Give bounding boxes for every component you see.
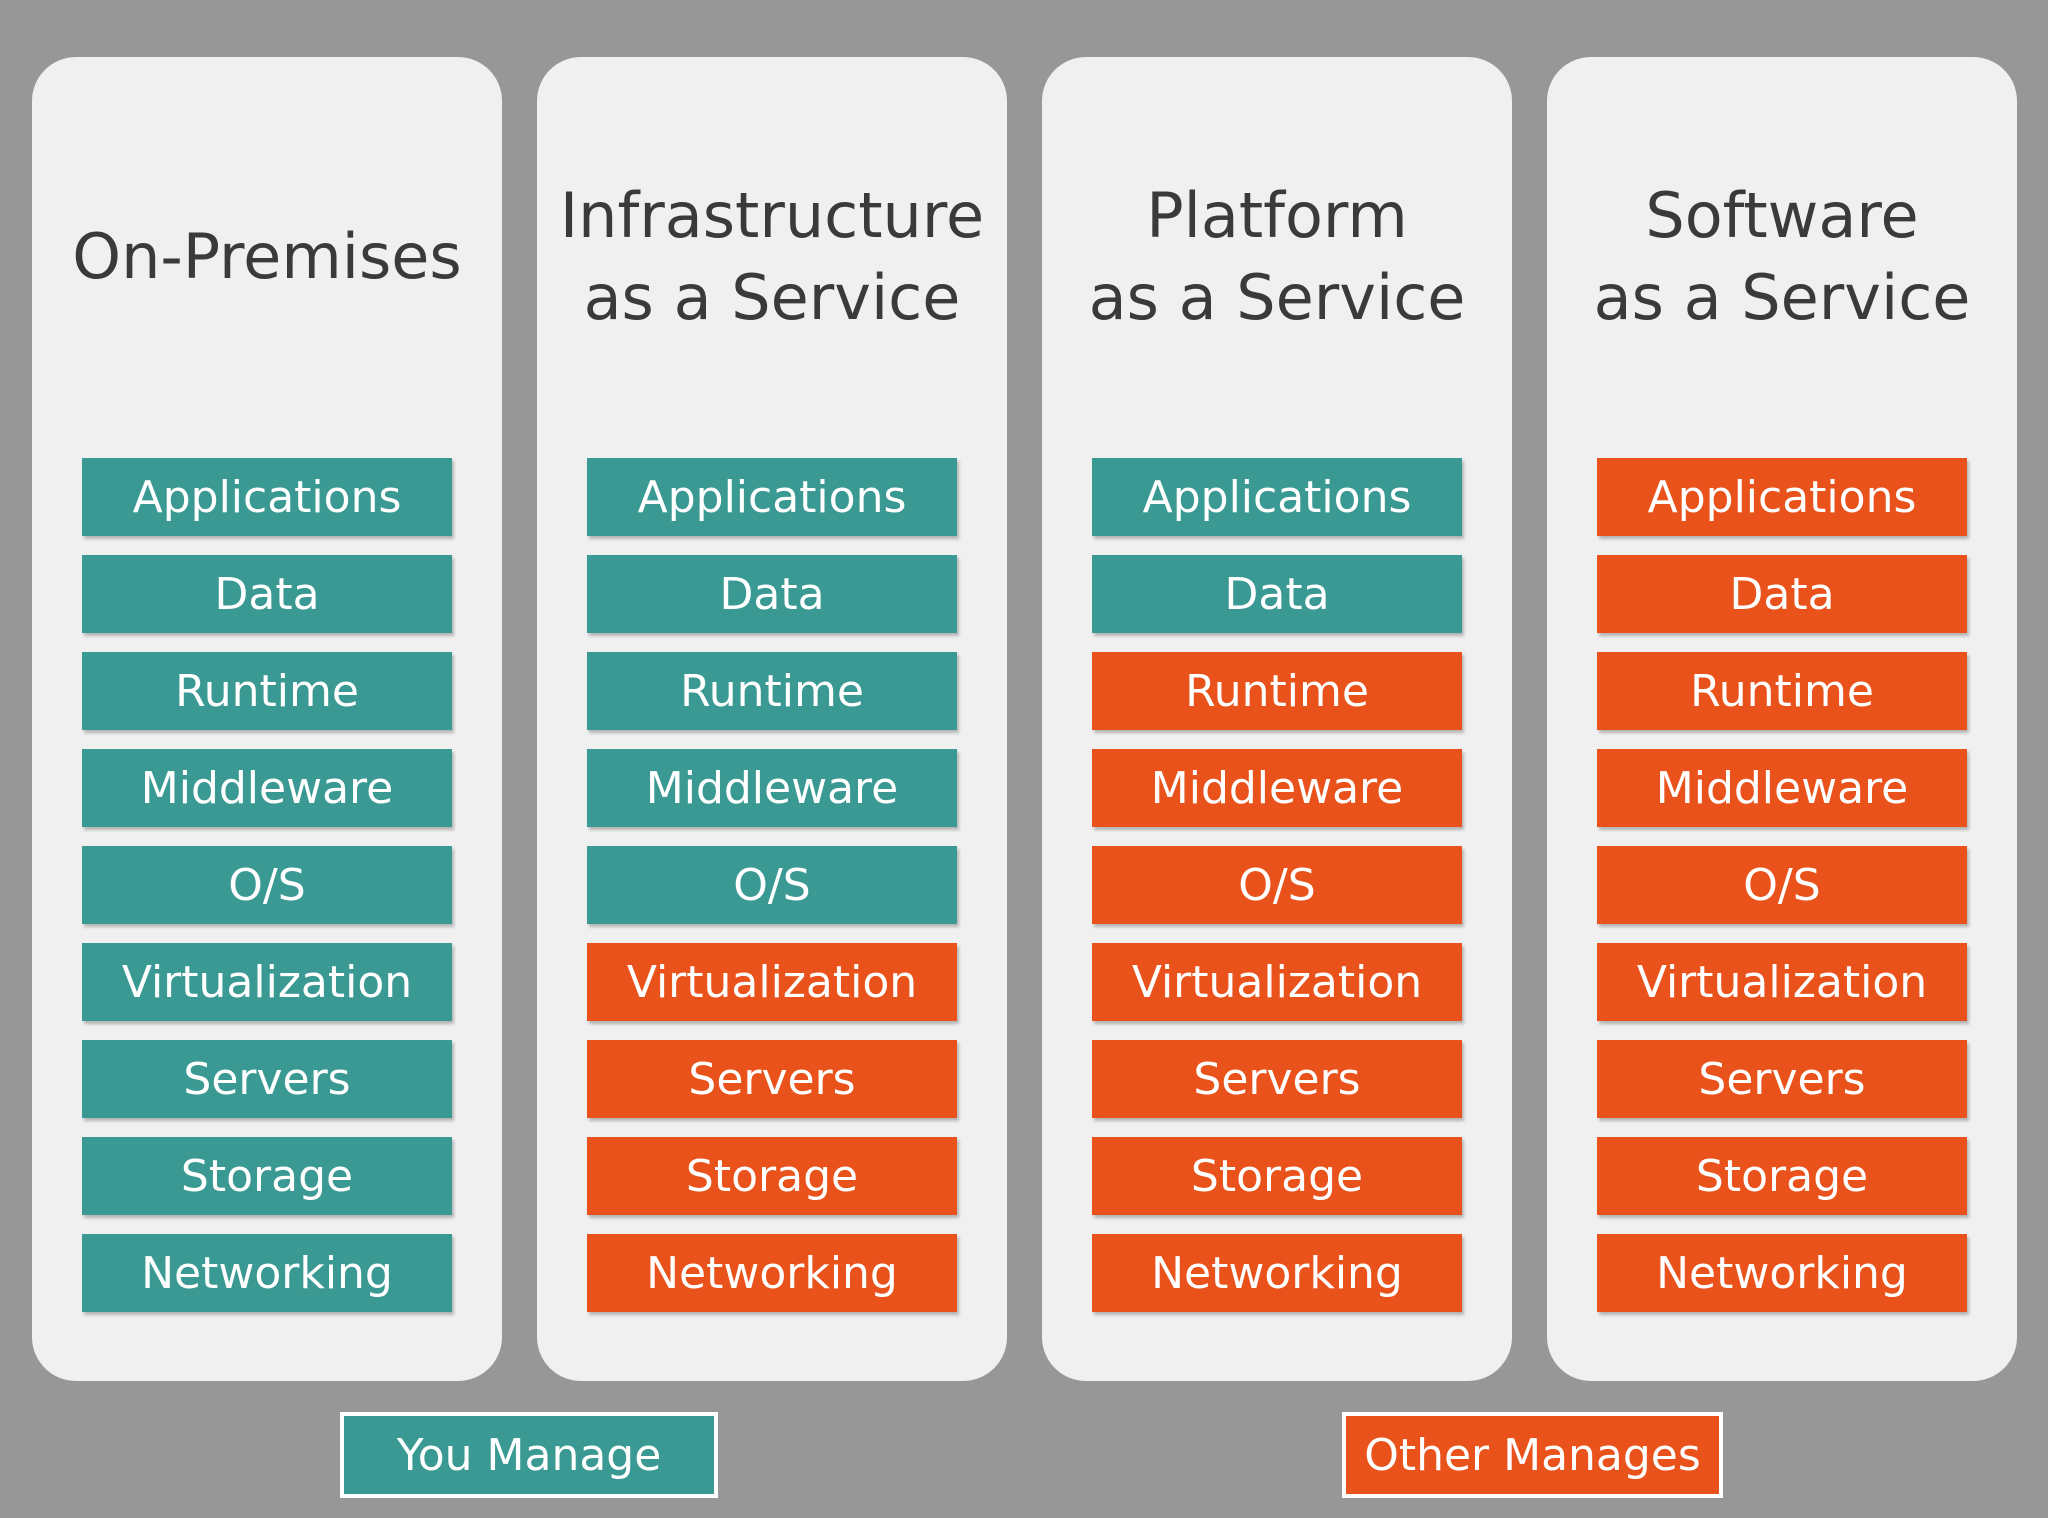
column-title: On-Premises: [72, 220, 462, 293]
layer-os: O/S: [587, 846, 957, 924]
layer-applications: Applications: [82, 458, 452, 536]
layer-data: Data: [1092, 555, 1462, 633]
layer-virtualization: Virtualization: [1597, 943, 1967, 1021]
layer-servers: Servers: [1092, 1040, 1462, 1118]
layer-networking: Networking: [1597, 1234, 1967, 1312]
layer-stack: Applications Data Runtime Middleware O/S…: [1092, 458, 1462, 1331]
layer-data: Data: [82, 555, 452, 633]
layer-applications: Applications: [1597, 458, 1967, 536]
layer-stack: Applications Data Runtime Middleware O/S…: [1597, 458, 1967, 1331]
layer-virtualization: Virtualization: [587, 943, 957, 1021]
layer-storage: Storage: [587, 1137, 957, 1215]
column-iaas: Infrastructure as a Service Applications…: [537, 57, 1007, 1381]
layer-os: O/S: [1597, 846, 1967, 924]
legend-you-manage: You Manage: [340, 1412, 718, 1498]
layer-stack: Applications Data Runtime Middleware O/S…: [82, 458, 452, 1331]
layer-data: Data: [587, 555, 957, 633]
legend-other-manages: Other Manages: [1342, 1412, 1723, 1498]
column-paas: Platform as a Service Applications Data …: [1042, 57, 1512, 1381]
layer-storage: Storage: [1597, 1137, 1967, 1215]
layer-applications: Applications: [1092, 458, 1462, 536]
layer-middleware: Middleware: [587, 749, 957, 827]
layer-virtualization: Virtualization: [82, 943, 452, 1021]
column-saas: Software as a Service Applications Data …: [1547, 57, 2017, 1381]
column-on-premises: On-Premises Applications Data Runtime Mi…: [32, 57, 502, 1381]
layer-runtime: Runtime: [1092, 652, 1462, 730]
layer-servers: Servers: [587, 1040, 957, 1118]
layer-servers: Servers: [1597, 1040, 1967, 1118]
layer-networking: Networking: [587, 1234, 957, 1312]
layer-middleware: Middleware: [1092, 749, 1462, 827]
layer-storage: Storage: [82, 1137, 452, 1215]
layer-applications: Applications: [587, 458, 957, 536]
layer-networking: Networking: [82, 1234, 452, 1312]
layer-servers: Servers: [82, 1040, 452, 1118]
layer-os: O/S: [82, 846, 452, 924]
layer-runtime: Runtime: [82, 652, 452, 730]
layer-runtime: Runtime: [587, 652, 957, 730]
column-title: Infrastructure as a Service: [559, 179, 985, 334]
layer-stack: Applications Data Runtime Middleware O/S…: [587, 458, 957, 1331]
layer-data: Data: [1597, 555, 1967, 633]
layer-runtime: Runtime: [1597, 652, 1967, 730]
layer-virtualization: Virtualization: [1092, 943, 1462, 1021]
layer-middleware: Middleware: [1597, 749, 1967, 827]
layer-os: O/S: [1092, 846, 1462, 924]
layer-networking: Networking: [1092, 1234, 1462, 1312]
column-title: Platform as a Service: [1088, 179, 1466, 334]
column-title: Software as a Service: [1593, 179, 1971, 334]
layer-storage: Storage: [1092, 1137, 1462, 1215]
layer-middleware: Middleware: [82, 749, 452, 827]
